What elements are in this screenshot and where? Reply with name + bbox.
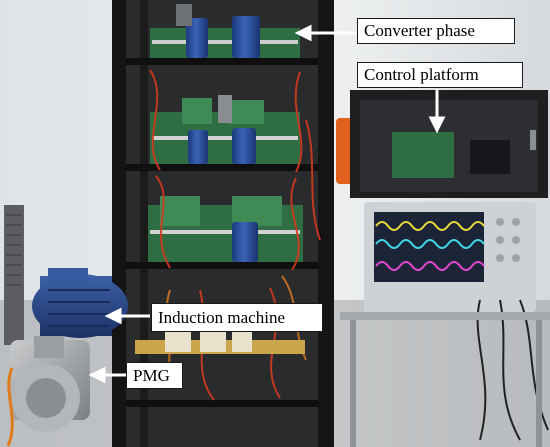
label-induction-machine: Induction machine <box>151 303 323 332</box>
cart-top <box>340 312 550 320</box>
callout-arrows <box>88 24 446 384</box>
power-wiring <box>149 69 321 401</box>
label-pmg: PMG <box>126 362 183 389</box>
pmg-body <box>10 336 90 432</box>
induction-machine-body <box>32 268 128 338</box>
converter-phase-module-3 <box>148 196 303 262</box>
label-converter-phase: Converter phase <box>357 18 515 44</box>
converter-phase-module-2 <box>150 95 300 164</box>
oscilloscope <box>364 202 536 312</box>
label-control-platform: Control platform <box>357 62 523 88</box>
control-platform-cabinet <box>350 90 548 198</box>
terminal-rail <box>135 330 305 354</box>
converter-phase-module-1 <box>150 4 300 58</box>
